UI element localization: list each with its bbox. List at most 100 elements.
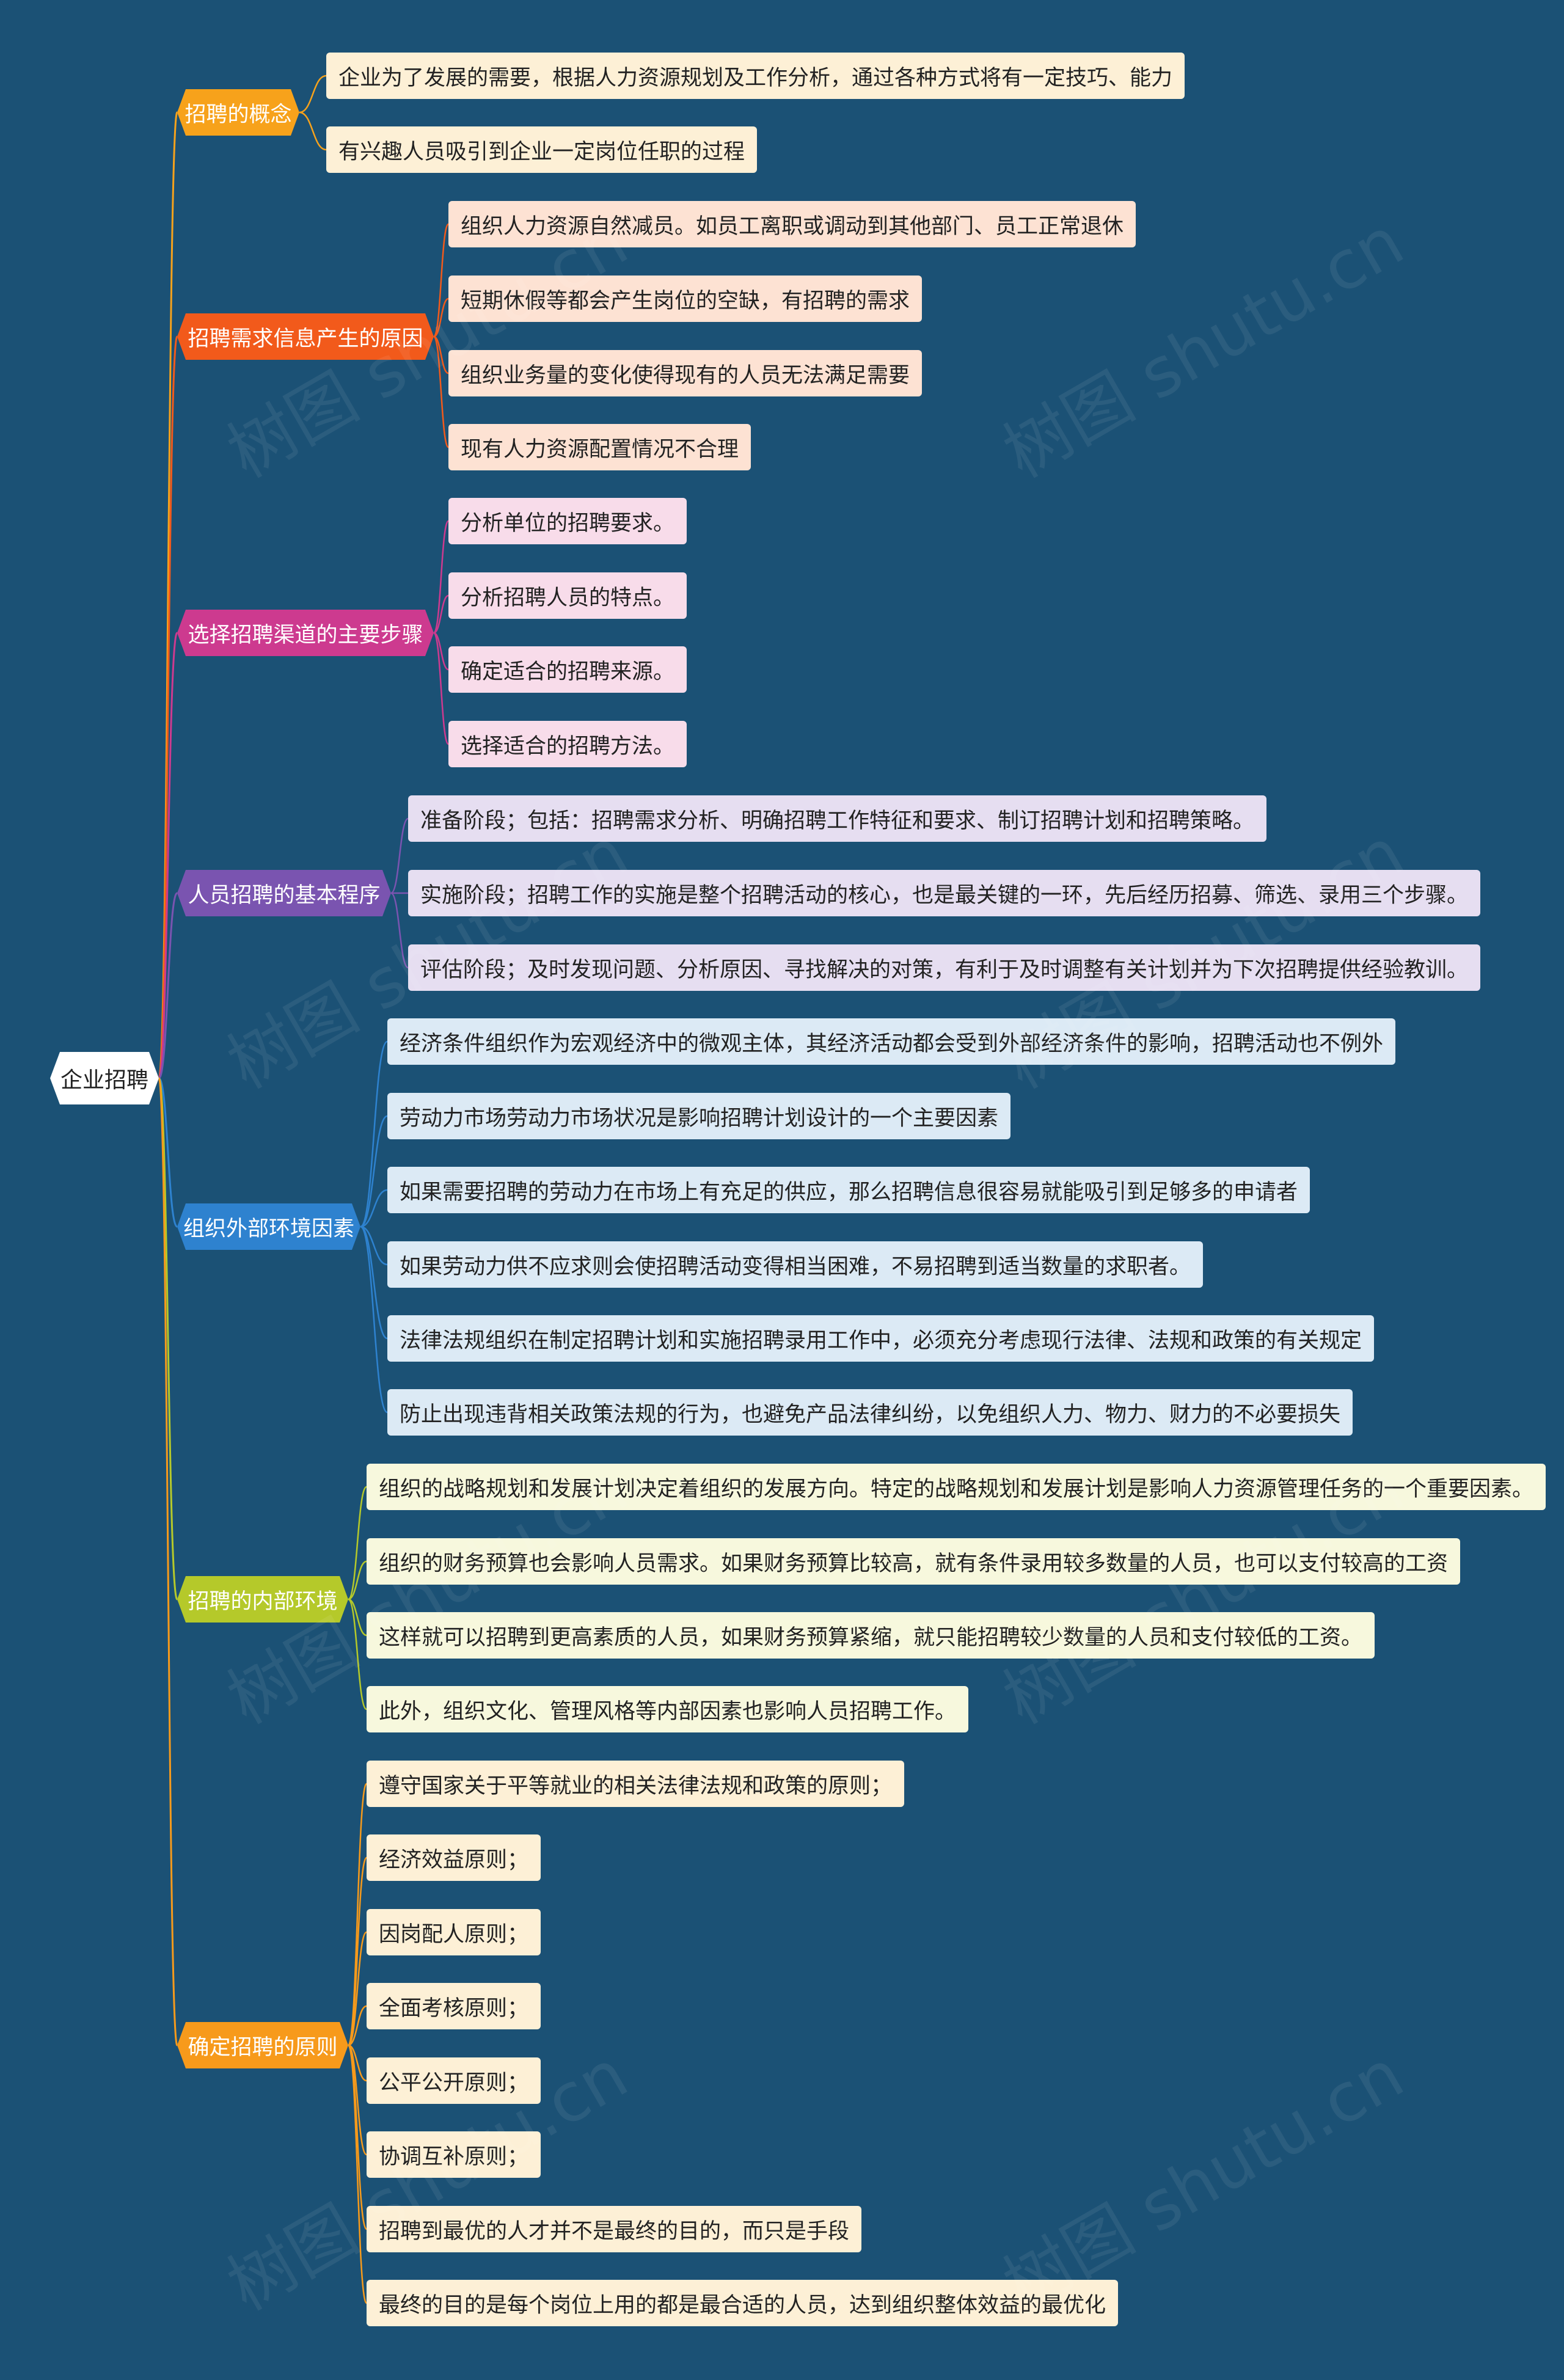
leaf-node[interactable]: 全面考核原则；	[367, 1983, 541, 2029]
branch-leaf-link	[347, 2044, 368, 2230]
branch-leaf-link	[433, 335, 449, 374]
root-branch-link	[158, 111, 178, 1079]
branch-leaf-link	[433, 632, 449, 671]
leaf-text: 因岗配人原则；	[379, 1922, 529, 1947]
leaf-text: 组织业务量的变化使得现有的人员无法满足需要	[461, 363, 910, 388]
leaf-text: 现有人力资源配置情况不合理	[461, 437, 739, 462]
branch-node[interactable]: 招聘的概念	[177, 89, 299, 136]
leaf-text: 有兴趣人员吸引到企业一定岗位任职的过程	[338, 139, 745, 164]
root-branch-link	[158, 1077, 178, 1228]
root-node[interactable]: 企业招聘	[50, 1052, 159, 1104]
branch-leaf-link	[348, 2044, 367, 2082]
root-branch-link	[158, 892, 178, 1079]
branch-leaf-link	[433, 335, 450, 448]
leaf-text: 评估阶段；及时发现问题、分析原因、寻找解决的对策，有利于及时调整有关计划并为下次…	[420, 957, 1469, 982]
leaf-text: 企业为了发展的需要，根据人力资源规划及工作分析，通过各种方式将有一定技巧、能力	[338, 65, 1173, 90]
leaf-text: 招聘到最优的人才并不是最终的目的，而只是手段	[379, 2219, 850, 2244]
leaf-node[interactable]: 组织业务量的变化使得现有的人员无法满足需要	[448, 350, 923, 396]
branch-label: 招聘需求信息产生的原因	[188, 326, 423, 351]
branch-leaf-link	[347, 1598, 368, 1710]
branch-leaf-link	[348, 1560, 367, 1601]
leaf-node[interactable]: 组织的财务预算也会影响人员需求。如果财务预算比较高，就有条件录用较多数量的人员，…	[367, 1538, 1461, 1585]
branch-label: 招聘的内部环境	[188, 1589, 338, 1614]
leaf-node[interactable]: 确定适合的招聘来源。	[448, 646, 687, 693]
leaf-node[interactable]: 如果劳动力供不应求则会使招聘活动变得相当困难，不易招聘到适当数量的求职者。	[387, 1241, 1204, 1288]
leaf-node[interactable]: 有兴趣人员吸引到企业一定岗位任职的过程	[326, 126, 758, 173]
root-branch-link	[158, 1077, 178, 2046]
leaf-node[interactable]: 企业为了发展的需要，根据人力资源规划及工作分析，通过各种方式将有一定技巧、能力	[326, 53, 1185, 99]
branch-leaf-link	[347, 1856, 368, 2046]
branch-leaf-link	[348, 1598, 367, 1637]
branch-leaf-link	[299, 111, 327, 151]
branch-leaf-link	[360, 1225, 388, 1414]
branch-leaf-link	[347, 1486, 368, 1601]
branch-node[interactable]: 人员招聘的基本程序	[177, 870, 391, 916]
leaf-node[interactable]: 经济效益原则；	[367, 1834, 541, 1881]
leaf-node[interactable]: 如果需要招聘的劳动力在市场上有充足的供应，那么招聘信息很容易就能吸引到足够多的申…	[387, 1167, 1310, 1213]
branch-leaf-link	[360, 1115, 388, 1228]
leaf-node[interactable]: 因岗配人原则；	[367, 1909, 541, 1955]
branch-leaf-link	[433, 223, 450, 338]
leaf-node[interactable]: 法律法规组织在制定招聘计划和实施招聘录用工作中，必须充分考虑现行法律、法规和政策…	[387, 1315, 1375, 1362]
root-branch-link	[158, 632, 178, 1079]
leaf-node[interactable]: 准备阶段；包括：招聘需求分析、明确招聘工作特征和要求、制订招聘计划和招聘策略。	[408, 795, 1267, 842]
leaf-node[interactable]: 分析招聘人员的特点。	[448, 572, 687, 619]
branch-leaf-link	[360, 1040, 388, 1228]
leaf-node[interactable]: 分析单位的招聘要求。	[448, 498, 687, 544]
leaf-node[interactable]: 协调互补原则；	[367, 2131, 541, 2178]
leaf-text: 最终的目的是每个岗位上用的都是最合适的人员，达到组织整体效益的最优化	[379, 2293, 1106, 2318]
branch-label: 组织外部环境因素	[183, 1216, 355, 1241]
leaf-node[interactable]: 防止出现违背相关政策法规的行为，也避免产品法律纠纷，以免组织人力、物力、财力的不…	[387, 1389, 1353, 1436]
leaf-text: 选择适合的招聘方法。	[461, 734, 675, 759]
leaf-text: 经济效益原则；	[379, 1847, 529, 1872]
leaf-text: 劳动力市场劳动力市场状况是影响招聘计划设计的一个主要因素	[400, 1106, 999, 1131]
leaf-node[interactable]: 遵守国家关于平等就业的相关法律法规和政策的原则；	[367, 1761, 905, 1807]
branch-node[interactable]: 选择招聘渠道的主要步骤	[177, 610, 434, 656]
leaf-node[interactable]: 此外，组织文化、管理风格等内部因素也影响人员招聘工作。	[367, 1686, 969, 1732]
leaf-text: 经济条件组织作为宏观经济中的微观主体，其经济活动都会受到外部经济条件的影响，招聘…	[400, 1031, 1384, 1056]
leaf-node[interactable]: 评估阶段；及时发现问题、分析原因、寻找解决的对策，有利于及时调整有关计划并为下次…	[408, 944, 1481, 991]
leaf-node[interactable]: 组织的战略规划和发展计划决定着组织的发展方向。特定的战略规划和发展计划是影响人力…	[367, 1464, 1546, 1510]
leaf-text: 遵守国家关于平等就业的相关法律法规和政策的原则；	[379, 1773, 893, 1798]
leaf-node[interactable]: 组织人力资源自然减员。如员工离职或调动到其他部门、员工正常退休	[448, 201, 1136, 247]
leaf-text: 分析招聘人员的特点。	[461, 585, 675, 610]
leaf-text: 组织的战略规划和发展计划决定着组织的发展方向。特定的战略规划和发展计划是影响人力…	[379, 1477, 1534, 1502]
leaf-text: 短期休假等都会产生岗位的空缺，有招聘的需求	[461, 288, 910, 313]
leaf-text: 公平公开原则；	[379, 2070, 529, 2095]
leaf-text: 这样就可以招聘到更高素质的人员，如果财务预算紧缩，就只能招聘较少数量的人员和支付…	[379, 1625, 1363, 1650]
leaf-node[interactable]: 招聘到最优的人才并不是最终的目的，而只是手段	[367, 2206, 862, 2252]
leaf-node[interactable]: 现有人力资源配置情况不合理	[448, 424, 751, 470]
branch-node[interactable]: 确定招聘的原则	[177, 2022, 348, 2068]
leaf-text: 如果需要招聘的劳动力在市场上有充足的供应，那么招聘信息很容易就能吸引到足够多的申…	[400, 1180, 1298, 1205]
branch-leaf-link	[360, 1225, 388, 1340]
branch-leaf-link	[360, 1189, 388, 1228]
leaf-node[interactable]: 公平公开原则；	[367, 2057, 541, 2104]
branch-leaf-link	[348, 2005, 367, 2046]
leaf-node[interactable]: 这样就可以招聘到更高素质的人员，如果财务预算紧缩，就只能招聘较少数量的人员和支付…	[367, 1612, 1375, 1659]
leaf-node[interactable]: 劳动力市场劳动力市场状况是影响招聘计划设计的一个主要因素	[387, 1093, 1011, 1139]
leaf-text: 如果劳动力供不应求则会使招聘活动变得相当困难，不易招聘到适当数量的求职者。	[400, 1254, 1191, 1279]
leaf-node[interactable]: 最终的目的是每个岗位上用的都是最合适的人员，达到组织整体效益的最优化	[367, 2280, 1119, 2326]
branch-label: 人员招聘的基本程序	[188, 883, 381, 908]
branch-leaf-link	[433, 520, 450, 634]
branch-leaf-link	[347, 1783, 368, 2046]
leaf-node[interactable]: 经济条件组织作为宏观经济中的微观主体，其经济活动都会受到外部经济条件的影响，招聘…	[387, 1018, 1396, 1065]
branch-label: 选择招聘渠道的主要步骤	[188, 622, 423, 648]
leaf-text: 组织的财务预算也会影响人员需求。如果财务预算比较高，就有条件录用较多数量的人员，…	[379, 1551, 1449, 1576]
branch-node[interactable]: 组织外部环境因素	[177, 1203, 360, 1250]
root-branch-link	[158, 335, 178, 1079]
leaf-node[interactable]: 实施阶段；招聘工作的实施是整个招聘活动的核心，也是最关键的一环，先后经历招募、筛…	[408, 870, 1481, 916]
root-label: 企业招聘	[60, 1068, 148, 1093]
branch-node[interactable]: 招聘需求信息产生的原因	[177, 313, 434, 360]
branch-leaf-link	[433, 632, 450, 745]
branch-leaf-link	[347, 2044, 368, 2304]
leaf-node[interactable]: 选择适合的招聘方法。	[448, 721, 687, 767]
branch-label: 确定招聘的原则	[188, 2035, 338, 2060]
leaf-node[interactable]: 短期休假等都会产生岗位的空缺，有招聘的需求	[448, 276, 923, 322]
branch-leaf-link	[390, 817, 409, 894]
leaf-text: 组织人力资源自然减员。如员工离职或调动到其他部门、员工正常退休	[461, 214, 1124, 239]
branch-node[interactable]: 招聘的内部环境	[177, 1576, 348, 1623]
leaf-text: 准备阶段；包括：招聘需求分析、明确招聘工作特征和要求、制订招聘计划和招聘策略。	[420, 808, 1255, 833]
branch-leaf-link	[299, 75, 327, 114]
